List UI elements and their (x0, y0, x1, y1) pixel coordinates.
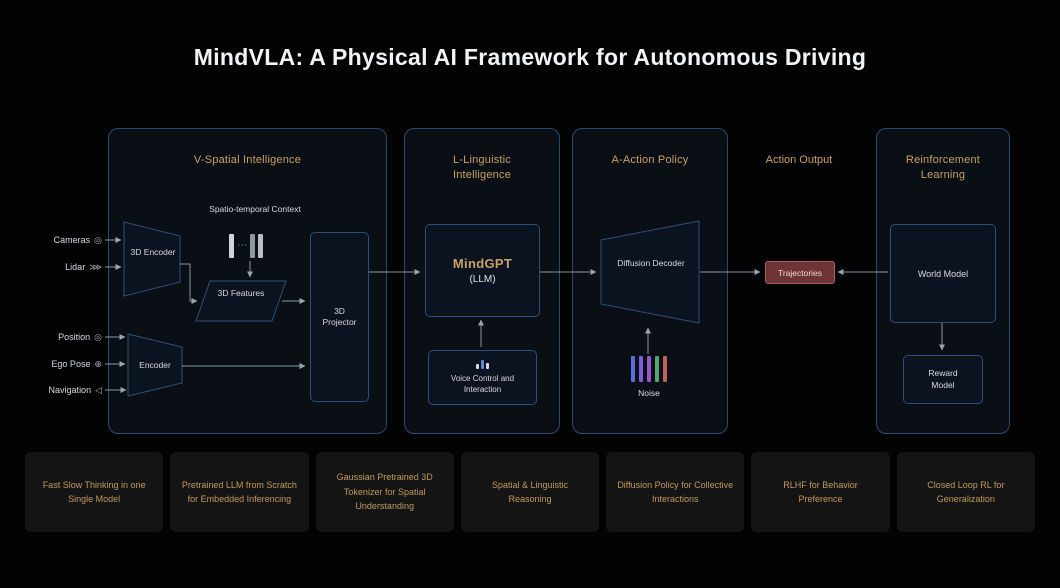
noise-bars-icon (631, 356, 667, 382)
diffusion-decoder-label: Diffusion Decoder (617, 258, 685, 268)
mindgpt-label: MindGPT (452, 256, 513, 271)
action-output-title: Action Output (765, 154, 833, 166)
spatio-temporal-context-label: Spatio-temporal Context (209, 204, 301, 214)
voice-waveform-icon (476, 359, 489, 369)
input-position: Position ◎ (18, 331, 102, 343)
input-position-label: Position (58, 332, 91, 342)
input-cameras: Cameras ◎ (18, 234, 102, 246)
voice-control-box: Voice Control and Interaction (428, 350, 537, 405)
feature-card-spatial-linguistic: Spatial & Linguistic Reasoning (460, 452, 600, 532)
voice-control-label: Voice Control and Interaction (450, 373, 515, 394)
world-model-label: World Model (917, 268, 969, 279)
page-title: MindVLA: A Physical AI Framework for Aut… (193, 44, 867, 70)
panel-title-action: A-Action Policy (611, 154, 689, 166)
mindgpt-sub-label: (LLM) (469, 274, 496, 285)
encoder-label: Encoder (139, 360, 171, 370)
reward-model-box: Reward Model (903, 355, 983, 404)
panel-title-linguistic: L-Linguistic Intelligence (452, 154, 512, 181)
camera-icon: ◎ (94, 234, 102, 245)
world-model-box: World Model (890, 224, 996, 323)
input-ego-pose-label: Ego Pose (51, 359, 91, 369)
feature-card-diffusion-policy: Diffusion Policy for Collective Interact… (606, 452, 745, 532)
lidar-icon: ⋙ (89, 261, 102, 272)
noise-label: Noise (638, 388, 660, 398)
feature-card-fast-slow-thinking: Fast Slow Thinking in one Single Model (25, 452, 164, 532)
feature-card-gaussian-tokenizer: Gaussian Pretrained 3D Tokenizer for Spa… (315, 452, 454, 532)
projector-3d-label: 3D Projector (322, 305, 357, 327)
projector-3d-box: 3D Projector (310, 232, 369, 402)
feature-card-pretrained-llm: Pretrained LLM from Scratch for Embedded… (170, 452, 309, 532)
mindgpt-box: MindGPT (LLM) (425, 224, 540, 317)
position-icon: ◎ (94, 331, 102, 342)
token-bars-icon: ⋯ (229, 233, 263, 259)
ego-pose-icon: ⊕ (94, 358, 102, 369)
panel-title-rl: Reinforcement Learning (905, 154, 981, 181)
navigation-icon: ◁ (95, 384, 102, 395)
encoder-3d-label: 3D Encoder (130, 247, 176, 257)
feature-cards-row: Fast Slow Thinking in one Single Model P… (25, 452, 1035, 532)
input-navigation: Navigation ◁ (18, 384, 102, 396)
feature-card-rlhf: RLHF for Behavior Preference (751, 452, 890, 532)
input-navigation-label: Navigation (48, 385, 92, 395)
input-lidar-label: Lidar (65, 262, 86, 272)
token-dots: ⋯ (237, 240, 247, 251)
trajectories-badge: Trajectories (765, 261, 835, 284)
feature-card-closed-loop-rl: Closed Loop RL for Generalization (896, 452, 1035, 532)
panel-title-spatial: V-Spatial Intelligence (193, 154, 302, 166)
input-lidar: Lidar ⋙ (18, 261, 102, 273)
input-cameras-label: Cameras (53, 235, 91, 245)
features-3d-label: 3D Features (217, 288, 265, 298)
input-ego-pose: Ego Pose ⊕ (18, 358, 102, 370)
reward-model-label: Reward Model (928, 368, 958, 390)
